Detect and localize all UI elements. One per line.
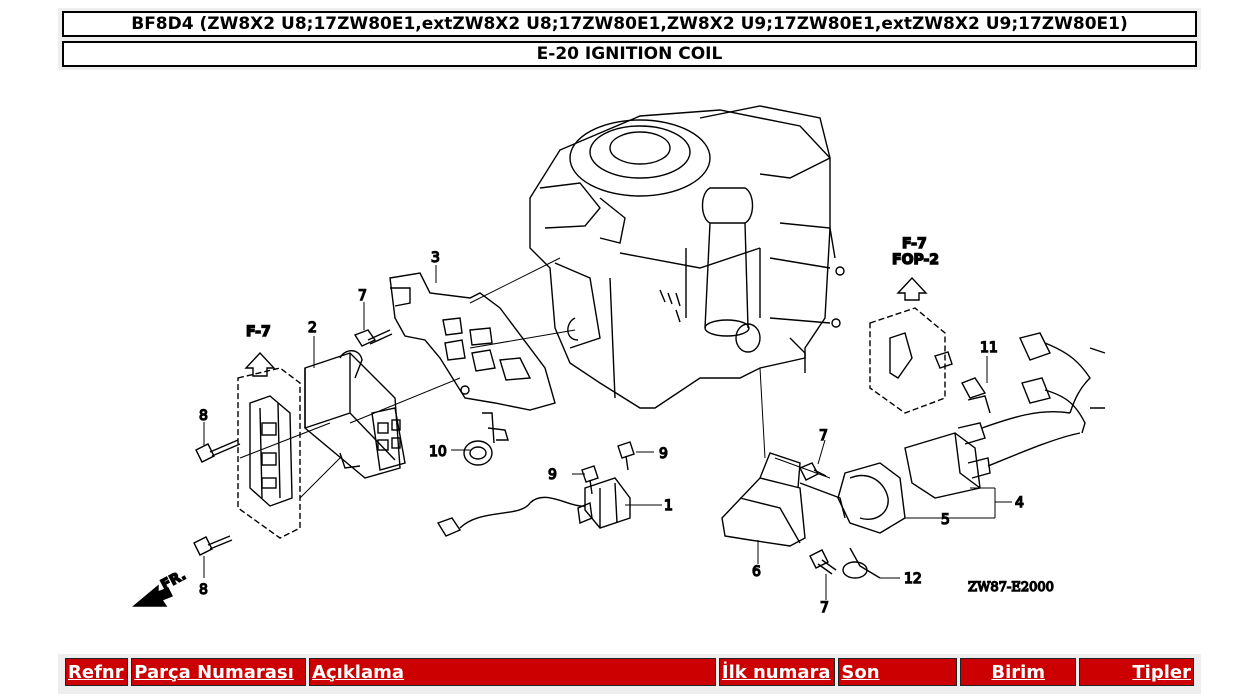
bolt-9-right [617, 441, 635, 471]
callout-11: 11 [980, 340, 998, 356]
header: BF8D4 (ZW8X2 U8;17ZW80E1,extZW8X2 U8;17Z… [58, 8, 1201, 70]
callout-7-lower: 7 [820, 600, 829, 616]
ref-f7-right: F-7 [902, 236, 927, 252]
callout-7-top: 7 [358, 288, 367, 304]
up-arrow-right [896, 276, 928, 301]
front-arrow [132, 584, 173, 607]
col-part-number[interactable]: Parça Numarası [131, 658, 307, 686]
col-last[interactable]: Son [838, 658, 957, 686]
bracket-plate-3 [389, 272, 556, 411]
callout-4: 4 [1015, 495, 1024, 511]
ignition-coil-4 [904, 332, 1106, 499]
section-title: E-20 IGNITION COIL [62, 41, 1197, 67]
clip-12 [842, 547, 881, 579]
bolt-7-bracket [799, 462, 827, 481]
col-refnr[interactable]: Refnr [65, 658, 129, 686]
callout-6: 6 [752, 564, 761, 580]
callout-9-right: 9 [659, 446, 668, 462]
ref-f7-left: F-7 [246, 324, 271, 340]
sensor-1 [436, 477, 631, 537]
callout-8-upper: 8 [199, 408, 208, 424]
front-label: FR. [158, 567, 188, 593]
rubber-mount-5 [837, 462, 906, 534]
leader-lines [239, 257, 831, 499]
callout-1: 1 [664, 498, 673, 514]
bolt-8-lower [193, 535, 233, 556]
callout-12: 12 [904, 571, 922, 587]
callout-2: 2 [308, 320, 317, 336]
bolt-9-left [581, 465, 599, 495]
callout-7-bracket: 7 [819, 428, 828, 444]
diagram-code: ZW87-E2000 [968, 580, 1054, 595]
callout-9-left: 9 [548, 467, 557, 483]
bolt-8-upper [195, 439, 241, 463]
bracket-11 [869, 307, 991, 414]
callout-lines [203, 265, 1012, 600]
col-description[interactable]: Açıklama [309, 658, 716, 686]
col-first-number[interactable]: İlk numara [718, 658, 836, 686]
ref-fop2: FOP-2 [892, 252, 939, 268]
bolt-7-lower [809, 549, 837, 575]
coil-bracket-6 [721, 452, 846, 547]
ignition-module-2 [304, 350, 406, 479]
engine-block [529, 105, 845, 409]
parts-diagram: 3 2 7 10 8 8 9 9 1 11 7 4 5 6 12 7 F-7 F… [0, 78, 1260, 650]
clamp-10 [463, 412, 509, 466]
callout-5: 5 [941, 512, 950, 528]
harness-plate-8 [237, 367, 301, 539]
model-title: BF8D4 (ZW8X2 U8;17ZW80E1,extZW8X2 U8;17Z… [62, 11, 1197, 37]
parts-table-header: Refnr Parça Numarası Açıklama İlk numara… [58, 654, 1201, 694]
callout-10: 10 [429, 444, 447, 460]
callout-3: 3 [431, 250, 440, 266]
callout-8-lower: 8 [199, 582, 208, 598]
up-arrow-left [244, 351, 276, 377]
bolt-7-top [353, 329, 393, 347]
col-unit[interactable]: Birim [959, 658, 1077, 686]
column-header-row: Refnr Parça Numarası Açıklama İlk numara… [62, 658, 1197, 686]
col-types[interactable]: Tipler [1079, 658, 1194, 686]
